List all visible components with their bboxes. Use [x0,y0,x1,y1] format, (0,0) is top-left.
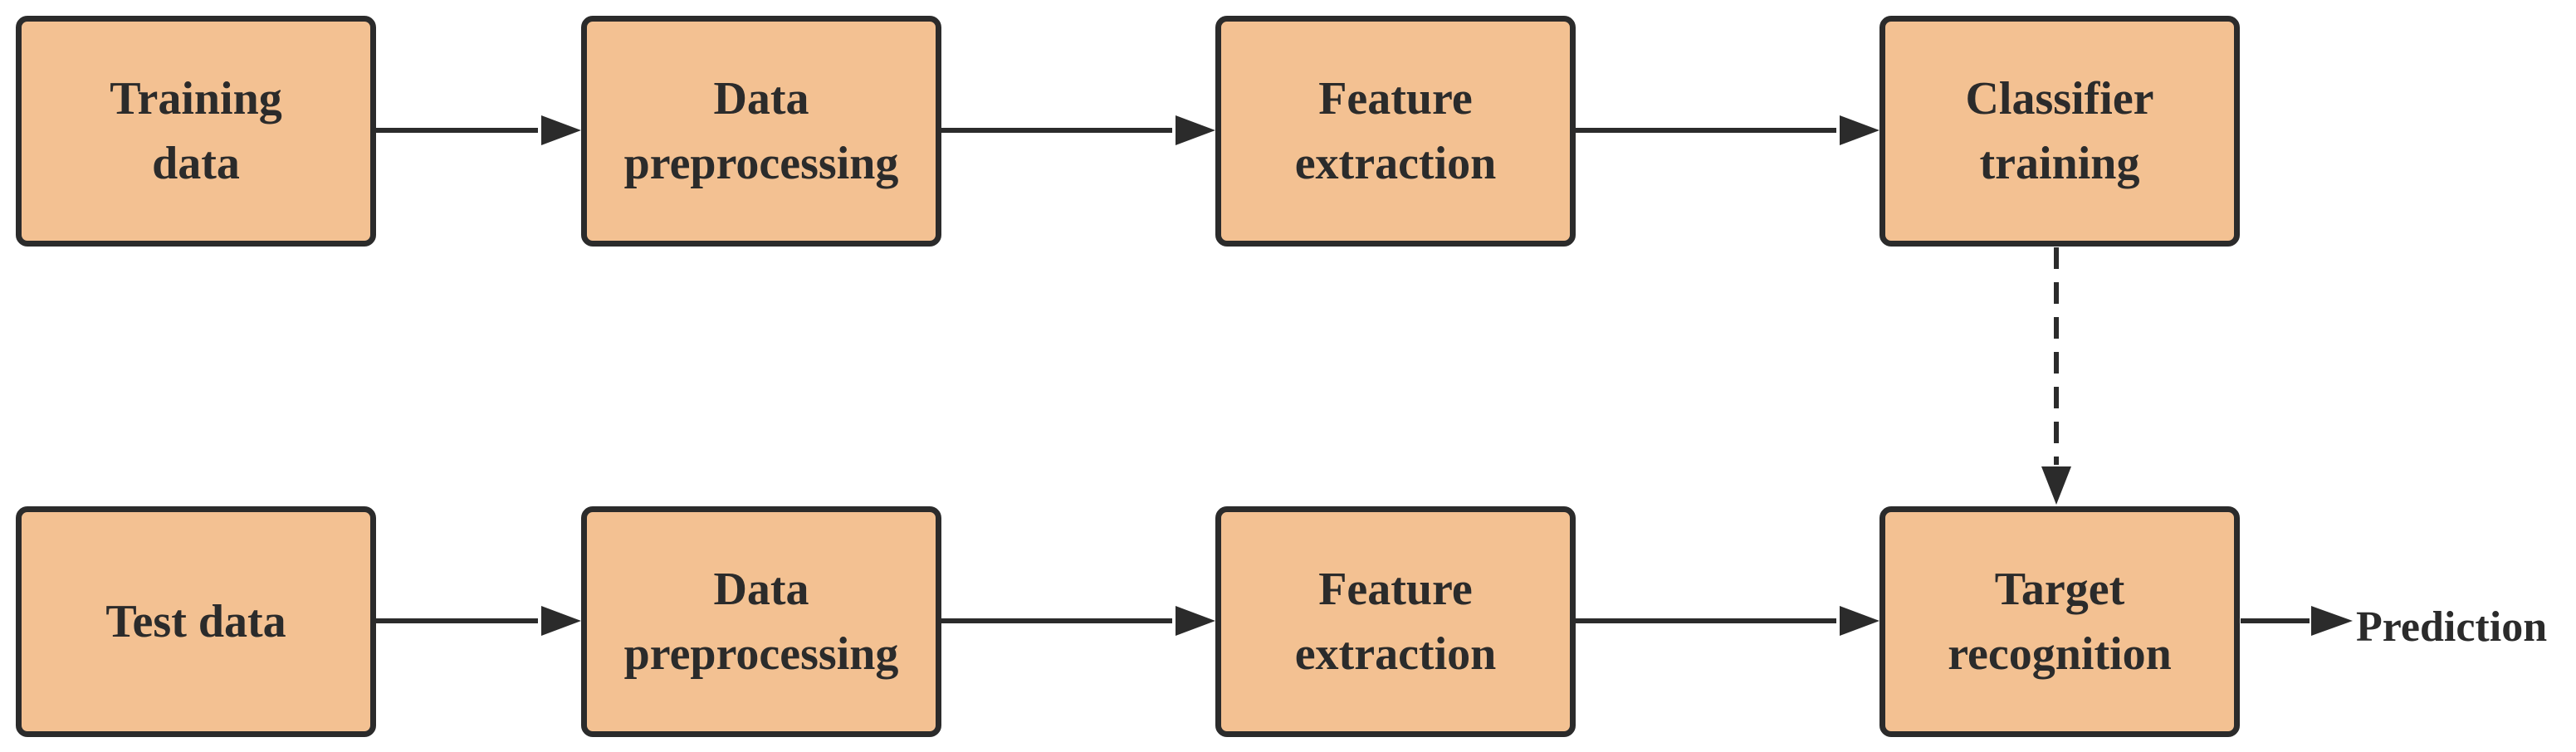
target-recognition-box: Target recognition [1879,506,2240,737]
arrow-test-data-to-preprocessing [376,606,581,636]
arrow-target-recognition-to-prediction [2241,606,2353,636]
arrow-preprocessing-to-feature-extraction [941,115,1215,145]
data-preprocessing-label: Data preprocessing [623,564,899,680]
data-preprocessing-box-test: Data preprocessing [581,506,941,737]
training-data-label: Training data [110,73,282,189]
classifier-training-box: Classifier training [1879,16,2240,247]
training-data-box: Training data [16,16,376,247]
arrow-feature-extraction-to-classifier-training [1576,115,1879,145]
arrow-training-to-preprocessing [376,115,581,145]
dashed-arrow-classifier-to-target-recognition [2041,247,2071,505]
feature-extraction-label: Feature extraction [1294,564,1497,680]
classifier-training-label: Classifier training [1965,73,2154,189]
feature-extraction-box-test: Feature extraction [1215,506,1576,737]
test-data-box: Test data [16,506,376,737]
target-recognition-label: Target recognition [1948,564,2172,680]
prediction-label: Prediction [2356,603,2548,651]
data-preprocessing-box-training: Data preprocessing [581,16,941,247]
data-preprocessing-label: Data preprocessing [623,73,899,189]
arrow-feature-extraction-to-target-recognition [1576,606,1879,636]
feature-extraction-box-training: Feature extraction [1215,16,1576,247]
arrow-preprocessing-to-feature-extraction-test [941,606,1215,636]
test-data-label: Test data [105,596,286,647]
feature-extraction-label: Feature extraction [1294,73,1497,189]
